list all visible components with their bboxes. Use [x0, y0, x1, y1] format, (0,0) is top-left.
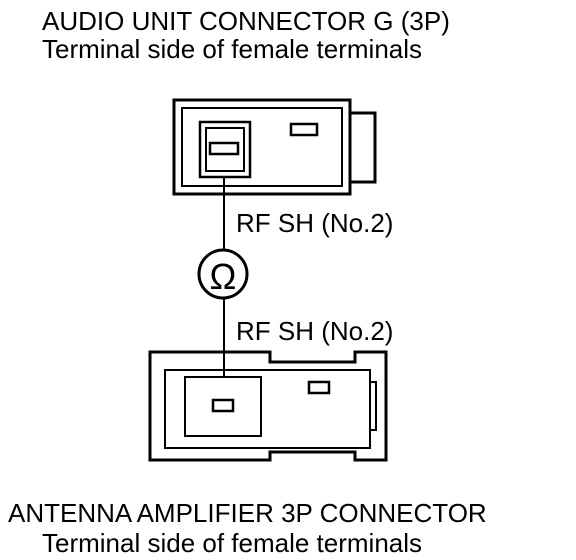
- top-connector-subtitle: Terminal side of female terminals: [42, 34, 423, 64]
- bottom-connector-title: ANTENNA AMPLIFIER 3P CONNECTOR: [8, 498, 487, 528]
- ohm-symbol: Ω: [210, 256, 237, 297]
- top-connector-title: AUDIO UNIT CONNECTOR G (3P): [42, 6, 450, 36]
- ohmmeter-circle: [197, 248, 249, 300]
- wire-label-top: RF SH (No.2): [236, 208, 394, 238]
- antenna-amplifier-connector-diagram: [148, 350, 388, 462]
- wire-label-bottom: RF SH (No.2): [236, 316, 394, 346]
- audio-unit-connector-diagram: [172, 98, 377, 196]
- bottom-connector-subtitle: Terminal side of female terminals: [42, 528, 423, 558]
